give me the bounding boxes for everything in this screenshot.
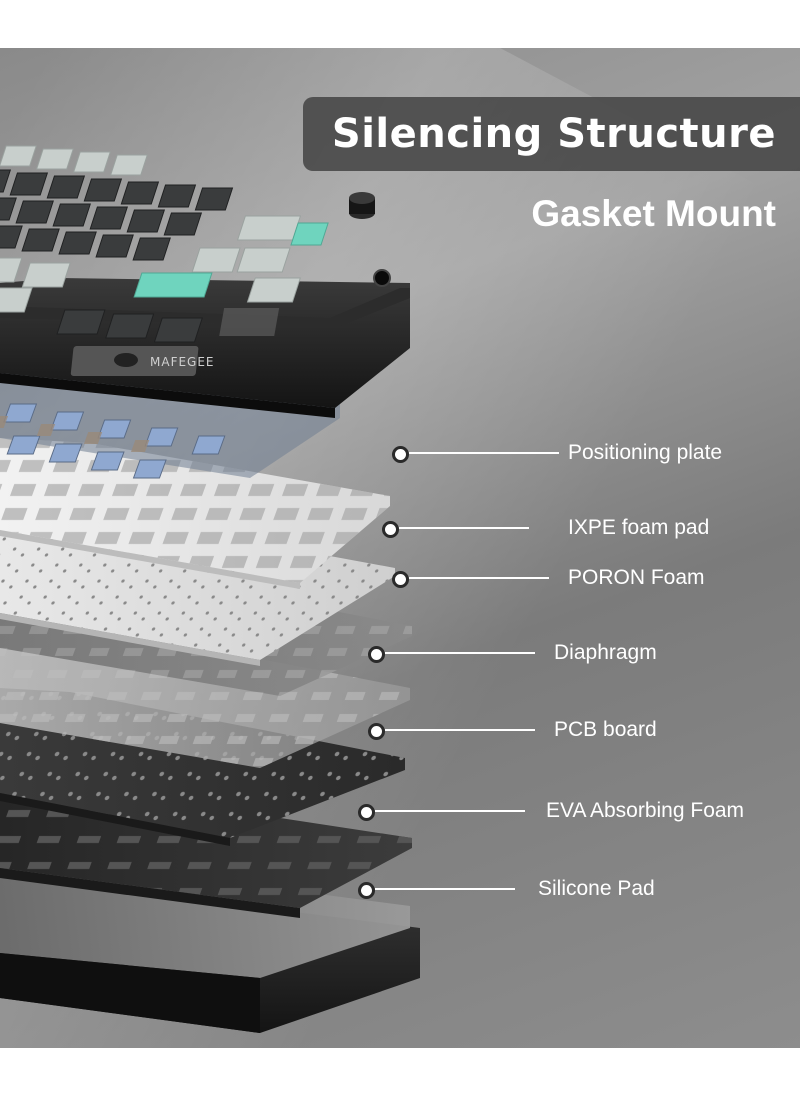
title-banner: Silencing Structure [303, 97, 800, 171]
callout-label: Positioning plate [568, 441, 723, 464]
callout-label: EVA Absorbing Foam [546, 799, 745, 822]
callout-dot [368, 723, 385, 740]
callout-line [399, 527, 529, 529]
callout-line [409, 577, 549, 579]
brand-mark: MAFEGEE [150, 355, 215, 369]
callout-dot [392, 571, 409, 588]
callout-dot [358, 804, 375, 821]
callout-line [385, 729, 535, 731]
callout-line [385, 652, 535, 654]
callout-dot [392, 446, 409, 463]
callout-label: PCB board [554, 718, 657, 741]
product-image: MAFEGEE [0, 48, 800, 1048]
callout-label: Diaphragm [554, 641, 657, 664]
page-title: Silencing Structure [331, 111, 776, 157]
callout-line [409, 452, 559, 454]
callout-label: PORON Foam [568, 566, 705, 589]
callout-dot [382, 521, 399, 538]
callout-dot [368, 646, 385, 663]
callout-dot [358, 882, 375, 899]
page-subtitle: Gasket Mount [531, 193, 776, 234]
keycap-array [0, 145, 375, 343]
callout-line [375, 888, 515, 890]
layer-positioning-plate [0, 438, 390, 589]
exploded-keyboard-illustration: MAFEGEE [0, 145, 420, 1033]
callout-label: Silicone Pad [538, 877, 655, 900]
callout-label: IXPE foam pad [568, 516, 710, 539]
callout-line [375, 810, 525, 812]
